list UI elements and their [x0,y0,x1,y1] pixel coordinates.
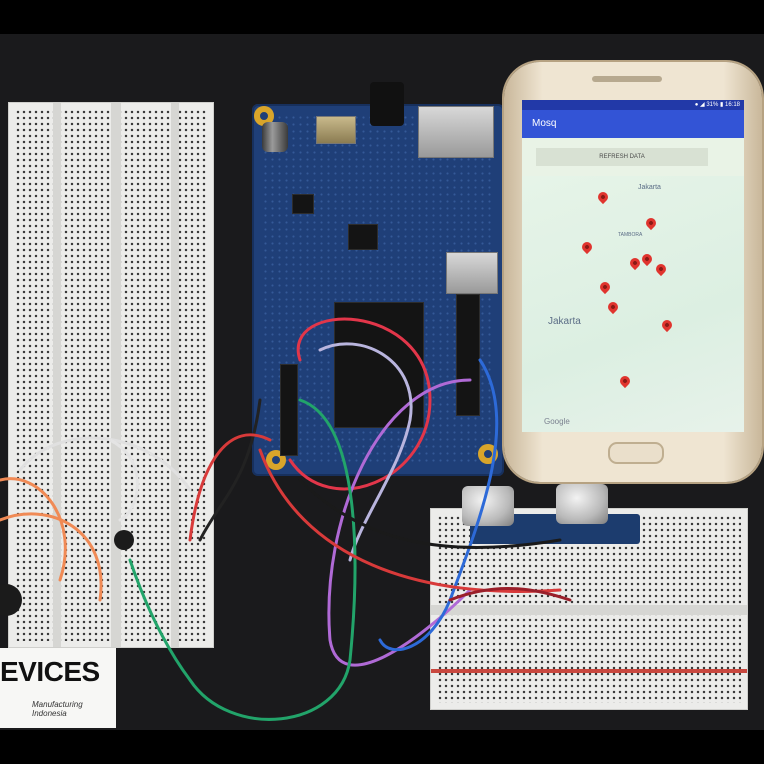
usb-port [446,252,498,294]
power-jack [370,82,404,126]
label-card-subtitle: Manufacturing Indonesia [32,700,83,718]
map-view[interactable]: Jakarta TAMBORA Jakarta Google [522,176,744,432]
map-pin[interactable] [617,373,633,389]
wire-blue [378,358,499,651]
wire-orange [0,477,67,582]
map-label-jakarta: Jakarta [548,316,581,327]
small-chip [348,224,378,250]
phone-home-button [608,442,664,464]
map-pin[interactable] [605,299,621,315]
status-bar: ● ◢ 31% ▮ 16:18 [522,100,744,110]
sd-card-slot [316,116,356,144]
app-title: Mosq [522,110,744,138]
map-pin[interactable] [579,239,595,255]
map-label-jakarta-utara: Jakarta [638,184,661,191]
map-pin[interactable] [639,251,655,267]
wire-red [288,317,432,491]
wire-lavender [318,342,413,562]
map-pin[interactable] [653,261,669,277]
buzzer [114,530,134,550]
wire-black [198,398,262,542]
wire-darkred [448,586,572,602]
left-breadboard [8,102,214,648]
wire-red [188,433,272,542]
wire-purple [327,378,472,667]
microcontroller-board [252,82,504,476]
microphone-module [0,584,22,616]
wire-white [18,436,192,492]
map-google-logo: Google [544,417,570,426]
map-label-small: TAMBORA [618,232,643,238]
map-pin[interactable] [643,215,659,231]
map-pin[interactable] [627,255,643,271]
wire-white [108,438,139,522]
ultrasonic-transducer-right [556,484,608,524]
capacitor [262,122,288,152]
map-pin[interactable] [597,279,613,295]
phone-screen: ● ◢ 31% ▮ 16:18 Mosq REFRESH DATA Jakart… [522,100,744,432]
breadboard-channel [111,103,121,647]
smartphone: ● ◢ 31% ▮ 16:18 Mosq REFRESH DATA Jakart… [504,62,762,482]
breadboard-channel [53,103,61,647]
wire-black [298,478,562,549]
label-card-title: EVICES [0,656,100,687]
label-card: EVICES Manufacturing Indonesia [0,648,116,728]
refresh-data-button[interactable]: REFRESH DATA [536,148,708,166]
mount-hole [254,106,274,126]
header-connector [280,364,298,456]
wire-orange [0,512,103,602]
breadboard-channel [171,103,179,647]
main-chip [334,302,424,428]
header-connector [456,294,480,416]
breadboard-channel [431,605,747,615]
small-chip [292,194,314,214]
ethernet-port [418,106,494,158]
breadboard-rail [431,669,747,673]
phone-speaker [592,76,662,82]
map-pin[interactable] [595,189,611,205]
map-pin[interactable] [659,317,675,333]
wire-green [128,398,357,721]
wire-red [258,448,562,593]
